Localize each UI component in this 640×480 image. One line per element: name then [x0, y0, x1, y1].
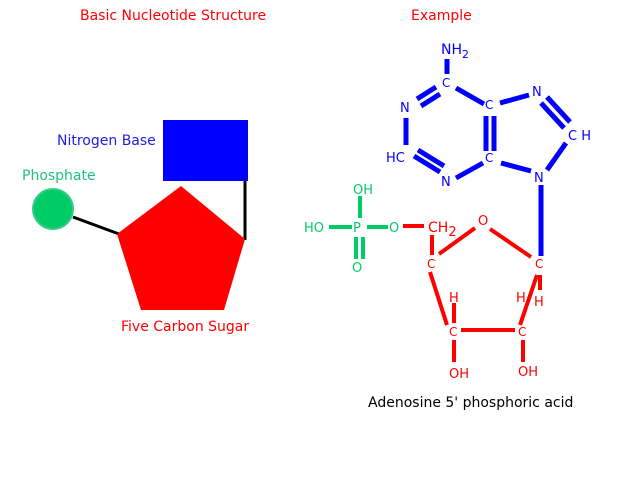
- atom-oh-c3: OH: [449, 367, 469, 382]
- bond-c6-c5: [454, 85, 486, 107]
- bond-n7-c8-a: [539, 101, 566, 130]
- bond-c6-n1-a: [415, 84, 438, 102]
- atom-h-c2: H: [516, 291, 526, 306]
- example-title: Example: [411, 8, 472, 24]
- atom-o-bridge: O: [389, 221, 399, 236]
- sugar-pentagon: [117, 186, 245, 310]
- bond-c5-n7: [499, 92, 530, 106]
- atom-nh2: NH2: [441, 42, 469, 61]
- atom-c2-sugar: C: [518, 325, 526, 339]
- atom-c5: C: [485, 98, 493, 112]
- bond-c4-c3: [428, 271, 449, 326]
- bond-c1-c2: [518, 274, 539, 326]
- bond-c4-n9: [500, 160, 532, 174]
- bond-n7-c8-b: [545, 95, 572, 124]
- atom-c8: C H: [568, 129, 591, 144]
- atom-h-c1: H: [534, 295, 544, 310]
- bond-n3-c4: [454, 160, 485, 181]
- atom-n3: N: [441, 175, 451, 190]
- bond-c4-o: [437, 226, 477, 256]
- bond-c2-n3-b: [416, 147, 446, 169]
- atom-p: P: [353, 221, 361, 236]
- atom-c6: C: [442, 76, 450, 90]
- atom-c4-sugar: C: [427, 257, 435, 271]
- nitrogen-base-label: Nitrogen Base: [57, 133, 156, 149]
- atom-h-c3: H: [449, 291, 459, 306]
- phosphate-circle: [32, 188, 74, 230]
- atom-n7: N: [532, 85, 542, 100]
- nitrogen-base-square: [163, 120, 248, 181]
- atom-oh-top: OH: [353, 183, 373, 198]
- atom-oh-c2: OH: [518, 365, 538, 380]
- atom-c2: HC: [386, 151, 405, 166]
- basic-structure: [32, 120, 248, 310]
- atom-o-double: O: [352, 261, 362, 276]
- atom-n9: N: [534, 171, 544, 186]
- sugar-label: Five Carbon Sugar: [121, 319, 250, 335]
- molecule-caption: Adenosine 5' phosphoric acid: [368, 395, 574, 411]
- phosphate-sugar-bond: [72, 215, 120, 236]
- basic-structure-title: Basic Nucleotide Structure: [80, 8, 267, 24]
- phosphate-label: Phosphate: [22, 168, 96, 184]
- atom-c1-sugar: C: [535, 257, 543, 271]
- atom-c4: C: [485, 151, 493, 165]
- bond-c8-n9: [544, 141, 569, 172]
- bond-c6-n1-b: [419, 91, 442, 109]
- atom-ch2: CH2: [428, 220, 457, 240]
- atom-o-ring: O: [478, 214, 488, 229]
- phosphate-group: [329, 196, 388, 259]
- atom-c3-sugar: C: [449, 325, 457, 339]
- adenine-base: [403, 59, 572, 256]
- bond-o-c1: [488, 227, 533, 259]
- ribose-sugar: [403, 224, 542, 362]
- bond-c2-n3-a: [412, 153, 442, 175]
- atom-ho-left: HO: [304, 221, 324, 236]
- atom-n1: N: [400, 101, 410, 116]
